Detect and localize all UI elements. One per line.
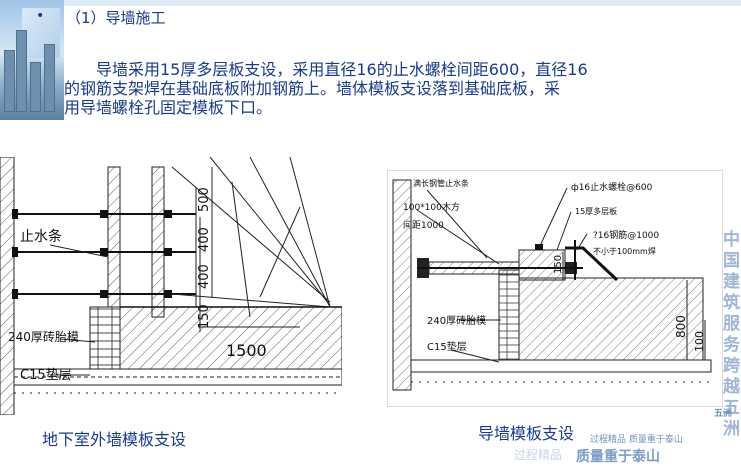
watermark-slogan-large: 质量重于泰山 bbox=[576, 449, 660, 465]
watermark-char: 越 bbox=[723, 377, 740, 397]
bolt-nut bbox=[100, 210, 108, 218]
brace bbox=[171, 293, 331, 308]
bolt-nut bbox=[164, 248, 172, 256]
label-left-top: 满长钢管止水条 bbox=[413, 178, 469, 188]
c15-cushion bbox=[410, 359, 712, 373]
label-brick: 240厚砖胎模 bbox=[427, 314, 486, 327]
label-rebar: ?16钢筋@1000 bbox=[593, 229, 659, 241]
label-spacing: 间距1000 bbox=[403, 219, 444, 231]
tower-block bbox=[44, 44, 55, 112]
label-waterstop: 止水条 bbox=[20, 228, 62, 245]
leader-line bbox=[576, 233, 588, 251]
watermark-slogan-faint: 过程精品 bbox=[514, 448, 563, 462]
label-plywood: 15厚多层板 bbox=[575, 206, 617, 216]
top-band bbox=[0, 0, 741, 6]
section-title: （1）导墙施工 bbox=[66, 9, 166, 27]
bolt-head bbox=[12, 289, 18, 299]
tower-block bbox=[16, 30, 27, 112]
brace bbox=[171, 166, 331, 303]
building-photo bbox=[0, 0, 64, 120]
dim-150: 150 bbox=[197, 304, 212, 329]
leader-line bbox=[450, 349, 500, 363]
dim-400-upper: 400 bbox=[197, 227, 212, 252]
soil-edge bbox=[392, 179, 412, 391]
bolt-nut bbox=[164, 290, 172, 298]
bullet-point: • bbox=[36, 8, 45, 24]
dim-100: 100 bbox=[693, 331, 706, 352]
watermark-vertical-text: 中 国 建 筑 服 务 跨 越 五 洲 bbox=[722, 230, 741, 440]
dim-500: 500 bbox=[197, 187, 212, 212]
basement-wall-formwork-drawing: 1500 400 400 500 150 止水条 240厚砖胎模 C15垫层 bbox=[0, 157, 342, 415]
bolt-nut bbox=[164, 210, 172, 218]
leader-line bbox=[49, 244, 109, 258]
watermark-slogan-small: 过程精品 质量重于泰山 bbox=[590, 435, 683, 445]
brace bbox=[209, 157, 331, 306]
body-line-2: 的钢筋支架焊在基础底板附加钢筋上。墙体模板支设落到基础底板，采 bbox=[64, 79, 561, 98]
brick-mould bbox=[498, 269, 520, 361]
guide-wall-formwork-drawing: 800 100 150 满长钢管止水条 100*100木方 间距1000 ф16… bbox=[387, 170, 723, 407]
brace bbox=[231, 181, 251, 318]
watermark-char: 务 bbox=[723, 335, 740, 355]
watermark-corner: 五洲 bbox=[714, 409, 733, 419]
watermark-char: 筑 bbox=[723, 293, 740, 313]
bolt-nut bbox=[100, 248, 108, 256]
watermark-char: 五 bbox=[723, 398, 740, 418]
dim-400-lower: 400 bbox=[197, 264, 212, 289]
caption-guide-wall: 导墙模板支设 bbox=[478, 424, 575, 443]
brace bbox=[249, 157, 331, 308]
bolt-head bbox=[12, 209, 18, 219]
brace bbox=[259, 206, 301, 298]
leader-line bbox=[538, 187, 568, 249]
leader-line bbox=[59, 338, 96, 343]
caption-basement-wall: 地下室外墙模板支设 bbox=[42, 430, 187, 449]
label-weld: 不小于100mm焊 bbox=[593, 246, 656, 256]
dim-1500: 1500 bbox=[226, 341, 267, 360]
watermark-char: 建 bbox=[723, 272, 740, 292]
body-line-1: 导墙采用15厚多层板支设，采用直径16的止水螺栓间距600，直径16 bbox=[96, 60, 588, 79]
watermark-char: 服 bbox=[723, 314, 740, 334]
bolt-head bbox=[12, 247, 18, 257]
label-cushion: C15垫层 bbox=[20, 367, 72, 383]
rebar-support bbox=[565, 246, 619, 282]
label-timber: 100*100木方 bbox=[403, 201, 460, 213]
leader-line bbox=[416, 209, 500, 265]
tower-block bbox=[4, 50, 15, 112]
brace bbox=[289, 157, 331, 308]
bolt-nut bbox=[100, 290, 108, 298]
watermark-char: 洲 bbox=[723, 419, 740, 439]
watermark-char: 中 bbox=[723, 230, 740, 250]
leader-line bbox=[426, 189, 488, 259]
dim-150: 150 bbox=[553, 255, 564, 274]
body-line-3: 用导墙螺栓孔固定模板下口。 bbox=[64, 98, 273, 117]
retaining-soil bbox=[0, 157, 15, 415]
tower-block bbox=[30, 62, 41, 112]
label-brick: 240厚砖胎模 bbox=[8, 329, 79, 344]
watermark-char: 国 bbox=[723, 251, 740, 271]
dim-800: 800 bbox=[674, 315, 688, 338]
foundation-slab bbox=[518, 277, 704, 361]
label-bolt: ф16止水螺栓@600 bbox=[571, 181, 653, 193]
leader-line bbox=[556, 211, 572, 251]
label-cushion: C15垫层 bbox=[427, 340, 467, 353]
watermark-char: 跨 bbox=[723, 356, 740, 376]
